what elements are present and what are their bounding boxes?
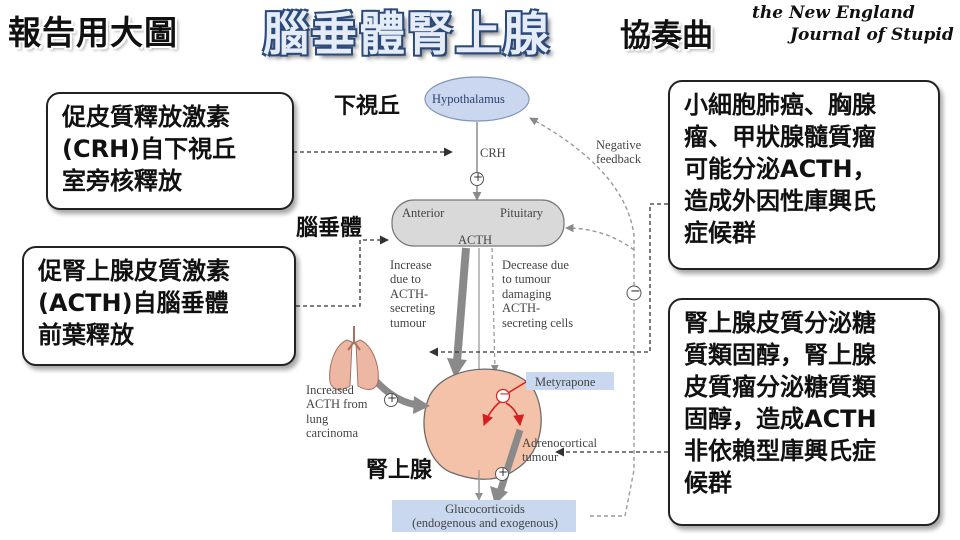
adrenocortical-label: Adrenocortical tumour xyxy=(522,436,597,465)
lung-left-shape xyxy=(329,339,353,390)
lung-label: Increased ACTH from lung carcinoma xyxy=(306,383,368,441)
lung-acth-arrowhead xyxy=(413,396,430,414)
glucocorticoids-label: Glucocorticoids (endogenous and exogenou… xyxy=(412,502,558,531)
pituitary-organ-label: 腦垂體 xyxy=(296,216,363,241)
hypothalamus-organ-label: 下視丘 xyxy=(334,94,401,119)
tumour-plus-sign: + xyxy=(498,465,509,479)
title-right-text: 協奏曲 xyxy=(620,18,713,54)
ectopic-acth-callout: 小細胞肺癌、胸腺 瘤、甲狀腺髓質瘤 可能分泌ACTH， 造成外因性庫興氏 症候群 xyxy=(668,80,940,270)
decrease-acth-line xyxy=(490,247,499,373)
title-left-text: 報告用大圖 xyxy=(8,13,178,52)
feedback-minus-sign: − xyxy=(630,284,641,299)
crh-callout: 促皮質釋放激素 (CRH)自下視丘 室旁核釋放 xyxy=(46,92,294,210)
metyrapone-minus-sign: − xyxy=(499,387,510,402)
pituitary-shape xyxy=(391,199,565,247)
increase-label: Increase due to ACTH- secreting tumour xyxy=(390,258,436,330)
metyrapone-line xyxy=(507,381,527,394)
hypothalamus-shape xyxy=(424,76,530,122)
adrenal-callout: 腎上腺皮質分泌糖 質類固醇，腎上腺 皮質瘤分泌糖質類 固醇，造成ACTH 非依賴… xyxy=(668,298,940,526)
inhibit-arrow-right xyxy=(505,402,525,427)
tumour-plus-circle xyxy=(495,467,509,481)
lung-plus-sign: + xyxy=(387,391,398,405)
logo-line1: the New England xyxy=(752,3,915,23)
lung-right-shape xyxy=(355,339,379,390)
acth-label: ACTH xyxy=(458,233,493,247)
hypothalamus-label: Hypothalamus xyxy=(432,92,505,106)
increase-acth-arrow xyxy=(453,247,470,363)
logo-line2: Journal of Stupid xyxy=(790,25,954,45)
crh-label: CRH xyxy=(480,146,506,160)
title-main-text: 腦垂體腎上腺 xyxy=(263,7,551,61)
adrenal-organ-label: 腎上腺 xyxy=(366,458,433,483)
negative-feedback-label: Negative feedback xyxy=(596,138,642,167)
crh-plus-sign: + xyxy=(473,170,484,184)
decrease-label: Decrease due to tumour damaging ACTH- se… xyxy=(502,258,574,330)
negative-feedback-path xyxy=(529,117,635,517)
inhibit-arrow-left xyxy=(482,401,501,427)
pituitary-label: Pituitary xyxy=(500,206,544,220)
crh-plus-circle xyxy=(470,172,484,186)
acth-callout: 促腎上腺皮質激素 (ACTH)自腦垂體 前葉釋放 xyxy=(22,246,296,366)
metyrapone-label: Metyrapone xyxy=(535,375,596,389)
anterior-label: Anterior xyxy=(402,206,445,220)
metyrapone-box xyxy=(526,372,614,390)
feedback-minus-circle xyxy=(626,285,642,301)
lung-plus-circle xyxy=(384,393,398,407)
feedback-to-pituitary-path xyxy=(565,223,635,251)
tumour-arrow xyxy=(496,428,524,494)
acth-connector xyxy=(296,235,389,307)
glucocorticoids-box xyxy=(392,500,576,532)
metyrapone-minus-circle xyxy=(495,388,511,404)
ectopic-connector xyxy=(429,203,668,357)
increase-acth-arrowhead xyxy=(447,358,467,378)
trachea-shape xyxy=(347,326,361,351)
